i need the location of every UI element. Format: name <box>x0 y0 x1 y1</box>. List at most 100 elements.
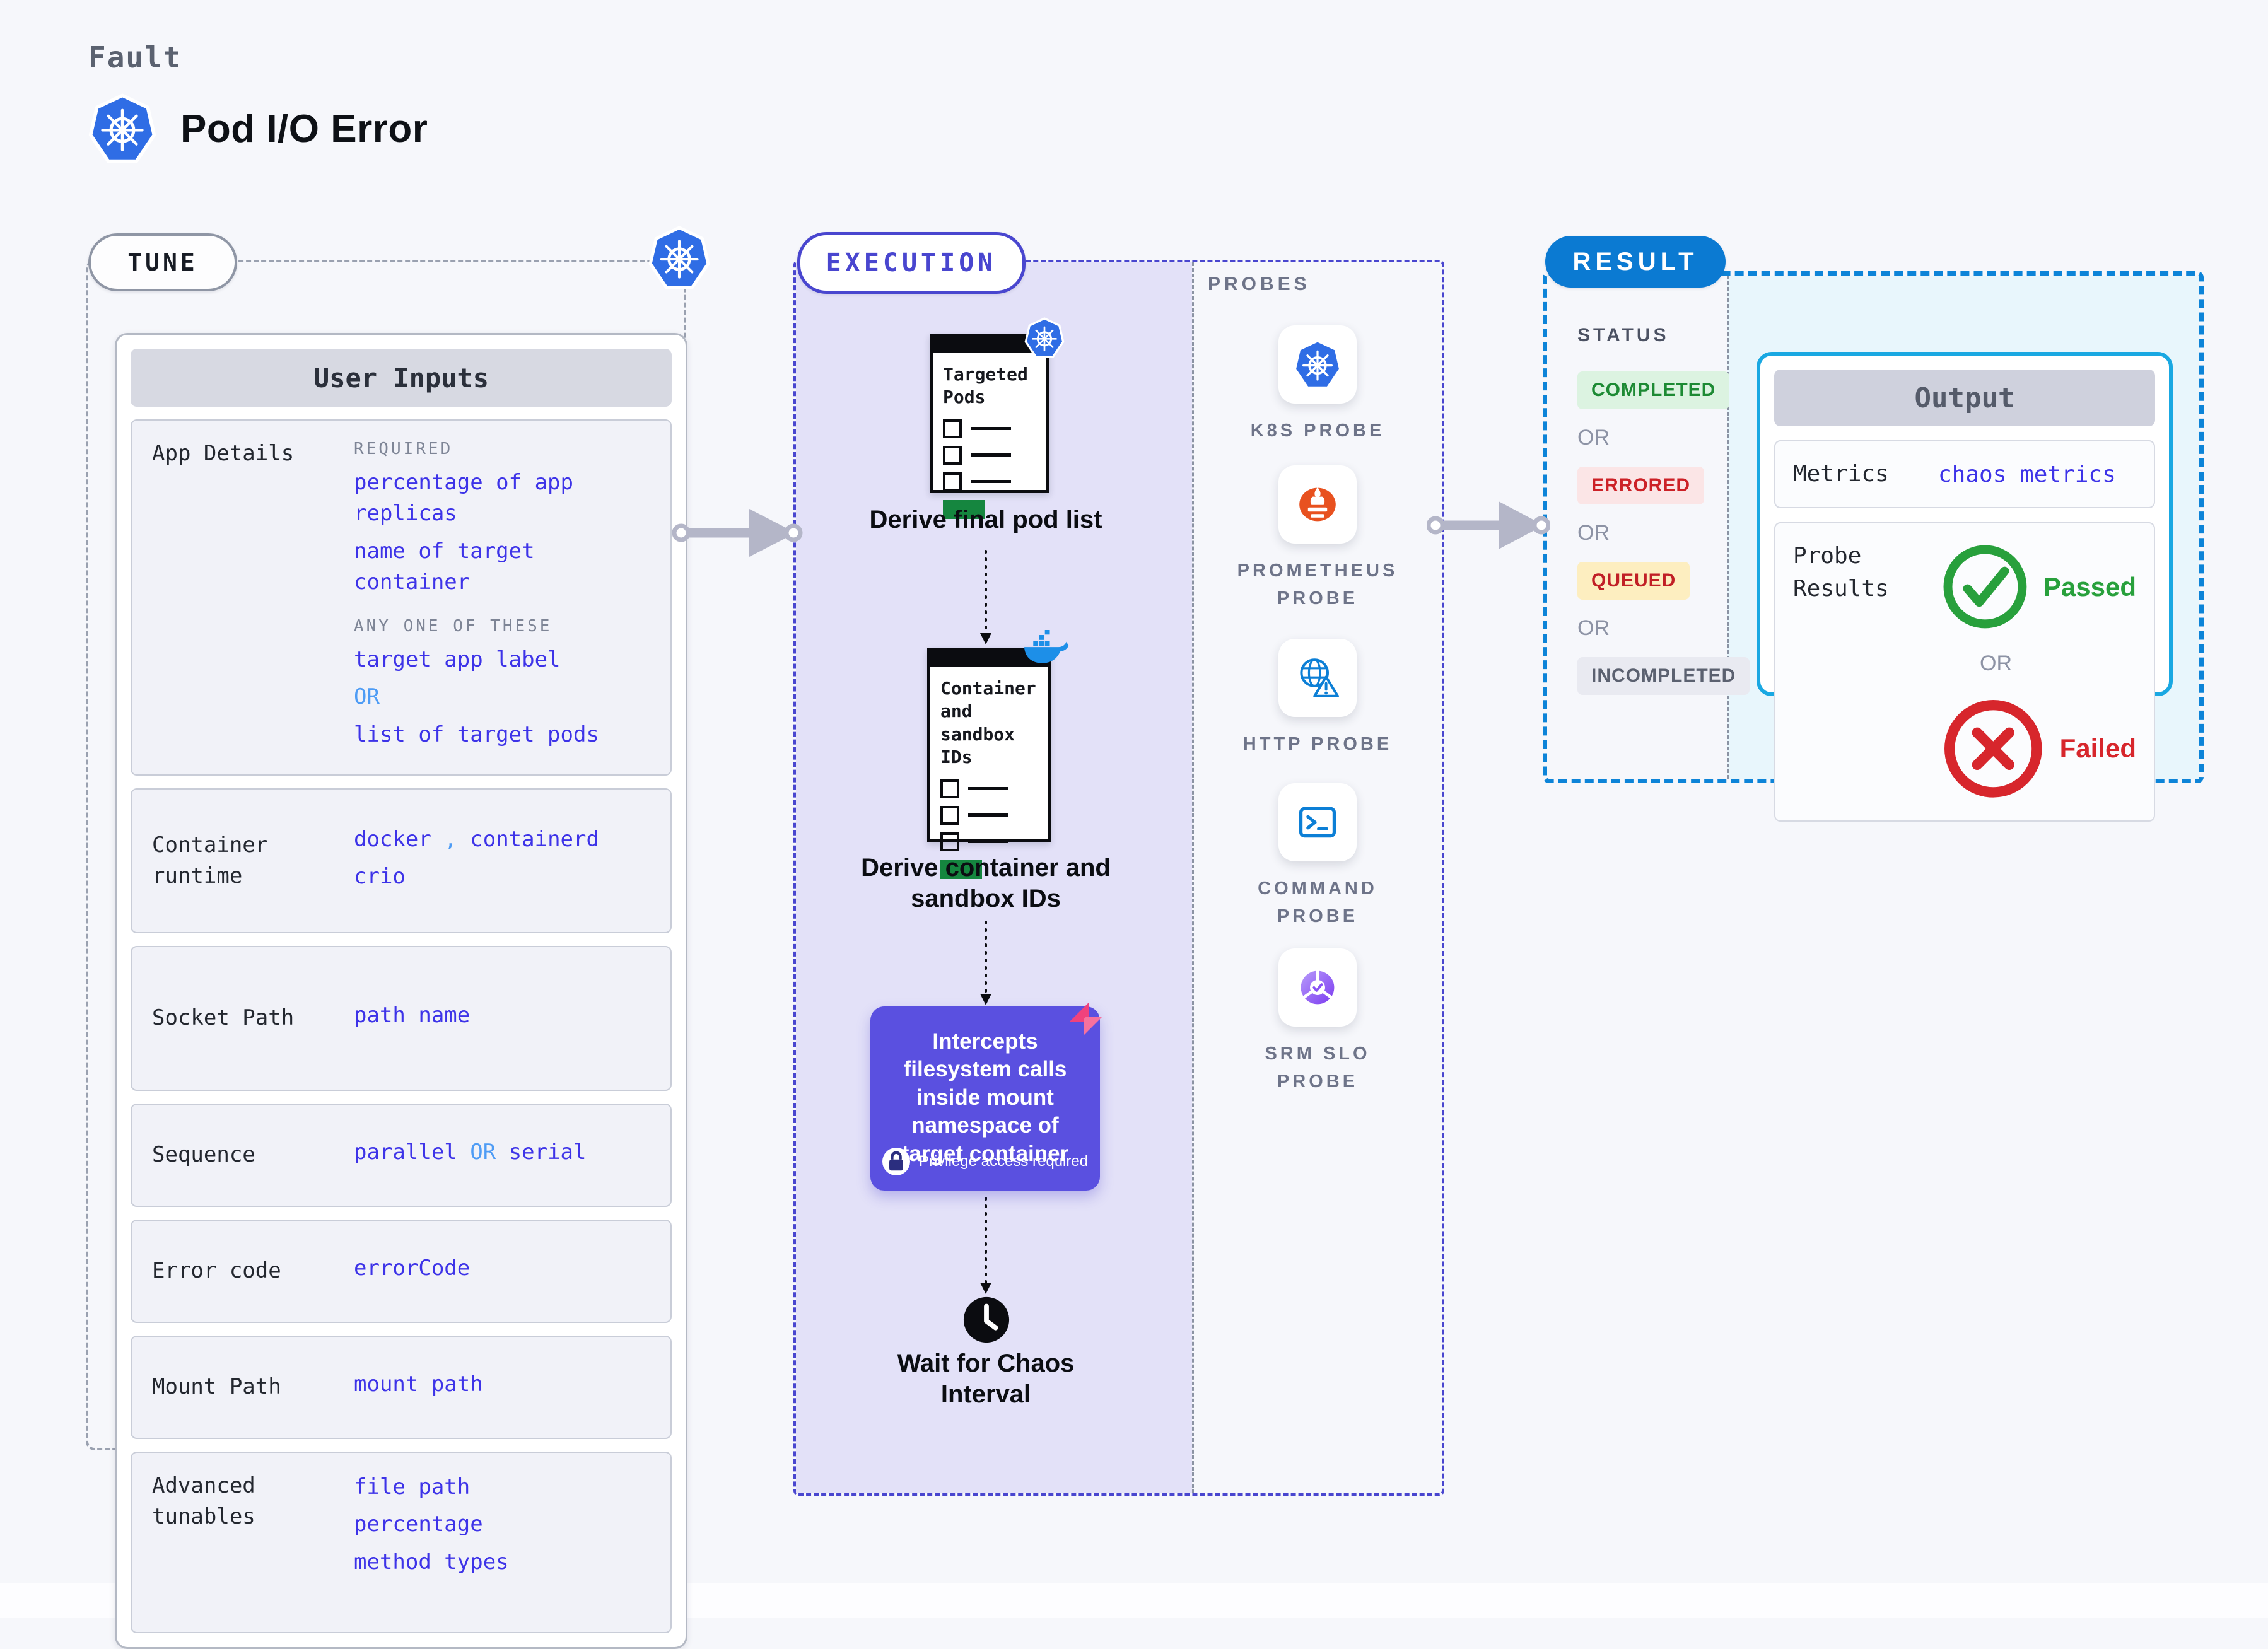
probe-label: K8S PROBE <box>1250 421 1385 441</box>
flow-arrow <box>980 921 991 1005</box>
tune-row-error-code: Error code errorCode <box>131 1220 672 1324</box>
tune-row-label: Error code <box>152 1258 281 1284</box>
user-inputs-title: User Inputs <box>131 349 672 407</box>
tune-caption: ANY ONE OF THESE <box>354 617 552 636</box>
kubernetes-icon <box>647 226 711 290</box>
targeted-pods-title: Targeted Pods <box>943 364 1028 408</box>
x-circle-icon <box>1938 694 2049 804</box>
status-badge-queued: QUEUED <box>1577 562 1690 600</box>
checklist-row <box>943 472 1038 491</box>
tune-row-values: docker , containerd crio <box>354 823 658 899</box>
flow-arrow <box>980 550 991 644</box>
intercept-callout-text: Intercepts filesystem calls inside mount… <box>901 1029 1069 1166</box>
privilege-note-text: Privilege access required <box>918 1153 1089 1170</box>
tune-value: docker , containerd <box>354 826 599 852</box>
kubernetes-icon <box>87 93 158 164</box>
kubernetes-probe-icon <box>1278 325 1357 404</box>
targeted-pods-node: Targeted Pods <box>930 317 1065 519</box>
passed-line: Passed <box>1938 540 2136 634</box>
tune-value: parallel OR serial <box>354 1139 587 1165</box>
derive-ids-caption: Derive container and sandbox IDs <box>861 854 1111 912</box>
wait-caption: Wait for Chaos Interval <box>897 1349 1075 1408</box>
result-pill: RESULT <box>1545 236 1726 288</box>
check-circle-icon <box>1938 540 2032 634</box>
tune-row-values: errorCode <box>354 1252 658 1290</box>
tune-value: method types <box>354 1549 509 1575</box>
status-badge-completed: COMPLETED <box>1577 371 1730 409</box>
tune-value: crio <box>354 864 406 890</box>
tune-row-values: parallel OR serial <box>354 1136 658 1174</box>
tune-value: target app label <box>354 647 561 673</box>
execution-to-result-arrow <box>1427 501 1550 549</box>
container-sandbox-title: Container and sandbox IDs <box>940 678 1036 768</box>
checklist-row <box>940 805 1039 825</box>
page-header: Pod I/O Error <box>87 93 428 164</box>
failed-line: Failed <box>1938 694 2136 804</box>
page-title: Pod I/O Error <box>180 107 428 151</box>
privilege-note: Privilege access required <box>870 1148 1100 1175</box>
tune-value: mount path <box>354 1372 483 1397</box>
derive-pod-list-caption: Derive final pod list <box>869 506 1102 533</box>
kubernetes-icon <box>1024 317 1065 359</box>
tune-row-label: Mount Path <box>152 1374 281 1400</box>
tune-row-label: Sequence <box>152 1142 255 1168</box>
probe-results-row: Probe Results Passed OR Failed <box>1774 522 2155 822</box>
srm-probe-icon <box>1278 948 1357 1027</box>
passed-text: Passed <box>2043 571 2136 602</box>
checklist-row <box>940 832 1039 851</box>
litmus-chaos-icon <box>1066 999 1106 1039</box>
probe-results-label: Probe Results <box>1793 543 1889 602</box>
tune-row-values: mount path <box>354 1368 658 1406</box>
flow-arrow <box>980 1197 991 1294</box>
checklist-row <box>943 419 1038 438</box>
tune-value: name of target container <box>354 538 535 595</box>
status-or: OR <box>1577 426 1610 450</box>
probes-title: PROBES <box>1208 274 1311 294</box>
tune-pill: TUNE <box>88 233 237 291</box>
tune-row-label: App Details <box>152 441 295 466</box>
lock-icon <box>882 1148 910 1175</box>
tune-value: path name <box>354 1003 471 1028</box>
probe-or-text: OR <box>1980 651 2012 676</box>
tune-to-execution-arrow <box>672 509 803 557</box>
tune-or: OR <box>354 684 380 710</box>
prometheus-probe-icon <box>1278 465 1357 544</box>
checklist-row <box>943 445 1038 465</box>
tune-row-label: Container runtime <box>152 832 269 889</box>
tune-row-label: Advanced tunables <box>152 1473 255 1530</box>
green-progress-bar <box>940 859 982 879</box>
status-badge-errored: ERRORED <box>1577 467 1705 504</box>
status-or: OR <box>1577 616 1610 640</box>
tune-row-values: path name <box>354 999 658 1037</box>
tune-row-mount-path: Mount Path mount path <box>131 1336 672 1440</box>
intercept-callout: Intercepts filesystem calls inside mount… <box>870 1003 1102 1191</box>
tune-value: list of target pods <box>354 721 599 747</box>
output-card: Output Metrics chaos metrics Probe Resul… <box>1757 352 2173 822</box>
failed-text: Failed <box>2059 733 2136 764</box>
tune-value: errorCode <box>354 1256 471 1281</box>
probe-item-http-probe: HTTP PROBE <box>1194 639 1441 759</box>
tune-value: percentage of app replicas <box>354 470 573 527</box>
docker-icon <box>1020 630 1069 668</box>
status-heading: STATUS <box>1577 325 1669 346</box>
tune-row-sequence: Sequence parallel OR serial <box>131 1104 672 1208</box>
tune-value: file path <box>354 1474 471 1500</box>
output-title: Output <box>1774 370 2155 426</box>
metrics-value: chaos metrics <box>1938 461 2116 487</box>
fault-eyebrow: Fault <box>88 40 182 74</box>
probe-item-k8s-probe: K8S PROBE <box>1194 325 1441 445</box>
